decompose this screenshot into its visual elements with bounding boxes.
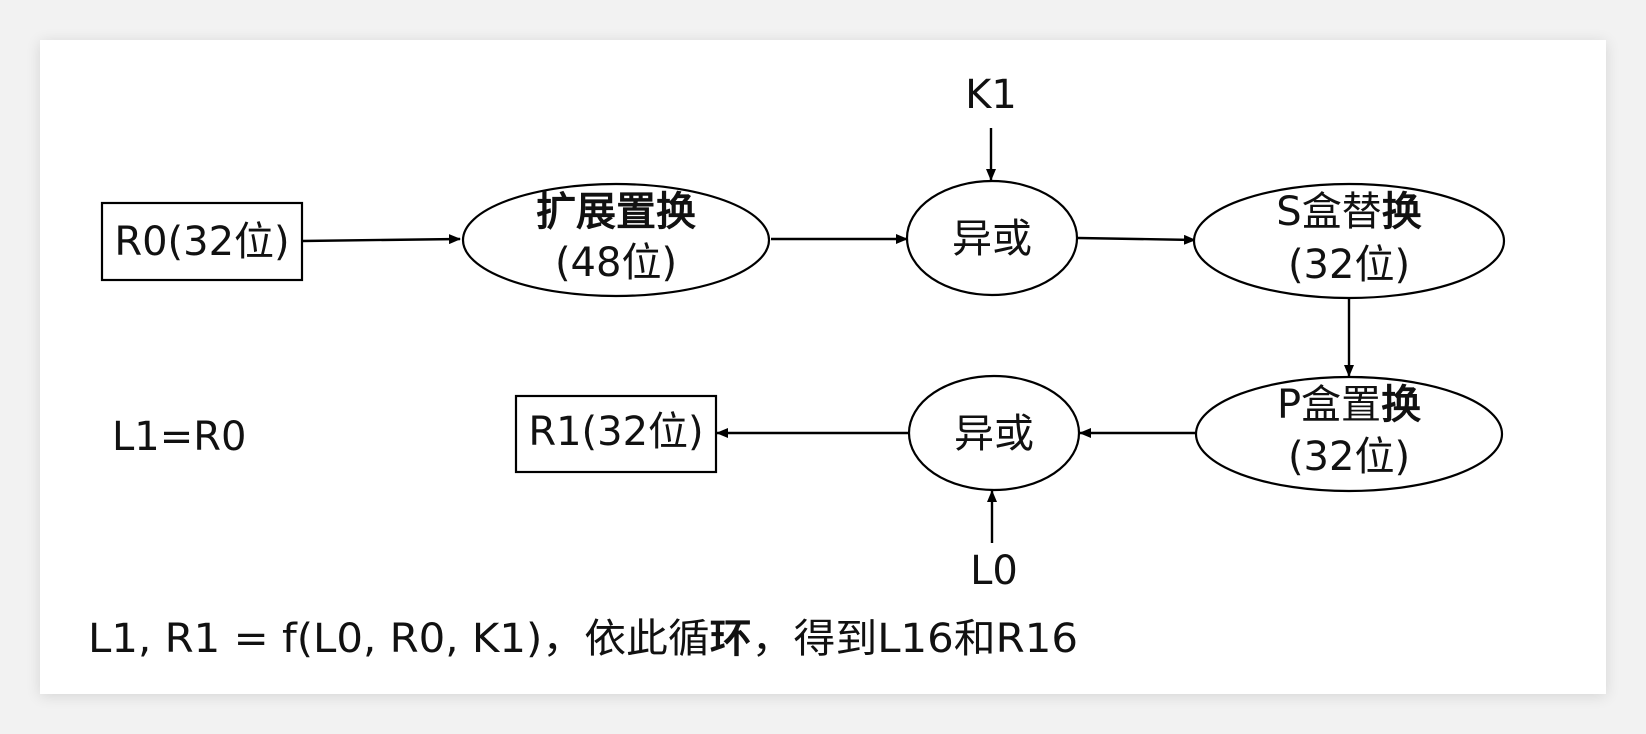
xor-bottom-node: 异或 [907,374,1081,492]
pbox-line1-plain: P盒置 [1277,382,1381,428]
sbox-line1: S盒替换 [1276,189,1421,235]
edge-xor-to-sbox [1077,234,1196,245]
xor-bottom-label: 异或 [954,411,1034,457]
edge-r0-to-expansion [301,234,461,245]
r0-box: R0(32位) [100,201,304,282]
r0-box-label: R0(32位) [114,219,289,265]
xor-top-label: 异或 [952,216,1032,262]
xor-top-node: 异或 [905,179,1079,297]
sbox-line1-bold: 换 [1382,189,1422,235]
pbox-line1-bold: 换 [1381,382,1421,428]
pbox-node: P盒置换 (32位) [1194,375,1504,493]
expansion-line1: 扩展置换 [536,189,696,235]
pbox-line2: (32位) [1288,434,1410,480]
round-formula-part2: ，得到L16和R16 [752,616,1078,662]
round-formula-part1: L1, R1 = f(L0, R0, K1)，依此循 [88,616,710,662]
expansion-line1-plain: 扩展置 [536,189,656,235]
expansion-permutation-node: 扩展置换 (48位) [461,182,771,298]
sbox-line1-plain: S盒替 [1276,189,1381,235]
expansion-line1-bold: 换 [656,189,696,235]
r1-box-label: R1(32位) [528,409,703,455]
sbox-node: S盒替换 (32位) [1192,182,1506,300]
l0-label: L0 [970,548,1018,594]
k1-label: K1 [965,72,1017,118]
round-formula-bold: 环 [710,616,752,662]
expansion-line2: (48位) [555,240,677,286]
r1-box: R1(32位) [514,394,718,474]
round-formula: L1, R1 = f(L0, R0, K1)，依此循环，得到L16和R16 [88,616,1078,662]
sbox-line2: (32位) [1288,242,1410,288]
pbox-line1: P盒置换 [1277,382,1421,428]
l1-equals-r0: L1=R0 [112,414,247,460]
